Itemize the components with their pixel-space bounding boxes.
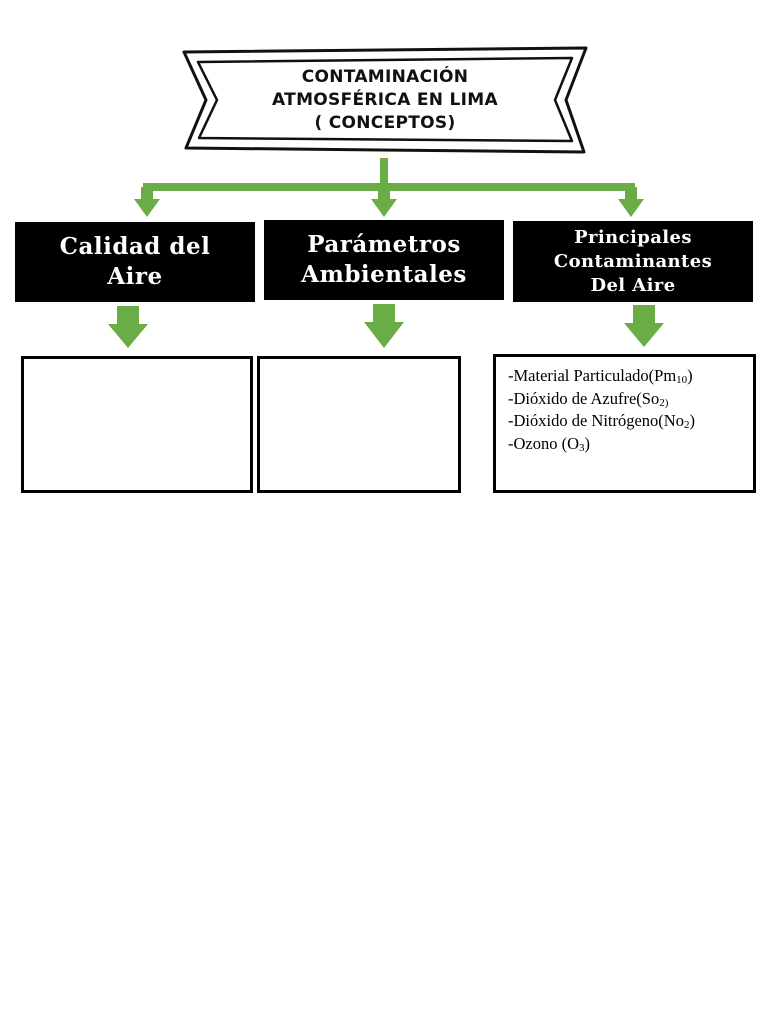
category-label-line: Principales (574, 226, 692, 248)
title-banner (182, 46, 588, 154)
branch-arrow-right (618, 187, 644, 217)
category-box-calidad-del-aire: Calidad del Aire (15, 222, 255, 302)
down-arrow-right (624, 305, 664, 347)
pollutant-item: -Material Particulado(Pm10) (508, 366, 693, 386)
content-box-contaminantes: -Material Particulado(Pm10) -Dióxido de … (493, 354, 756, 493)
down-arrow-center (364, 304, 404, 348)
pollutant-list: -Material Particulado(Pm10) -Dióxido de … (508, 365, 753, 455)
category-label-line: Aire (107, 263, 163, 290)
category-label-line: Contaminantes (553, 250, 713, 272)
branch-arrow-center (371, 187, 397, 217)
category-box-principales-contaminantes: Principales Contaminantes Del Aire (513, 221, 753, 302)
banner-inner-frame (196, 56, 574, 143)
category-label-line: Calidad del (59, 233, 211, 260)
category-label-line: Ambientales (301, 261, 467, 288)
connector-arrows (108, 158, 664, 348)
down-arrow-left (108, 306, 148, 348)
branch-arrow-left (134, 187, 160, 217)
category-box-parametros-ambientales: Parámetros Ambientales (264, 220, 504, 300)
diagram-title: CONTAMINACIÓN ATMOSFÉRICA EN LIMA ( CONC… (200, 66, 570, 135)
category-label-line: Del Aire (590, 274, 676, 296)
pollutant-item: -Dióxido de Azufre(So2) (508, 388, 669, 409)
title-line-2: ATMOSFÉRICA EN LIMA (272, 90, 498, 110)
pollutant-item: -Ozono (O3) (508, 433, 591, 454)
title-line-3: ( CONCEPTOS) (314, 113, 456, 133)
content-box-calidad-del-aire (21, 356, 253, 493)
pollutant-item: -Dióxido de Nitrógeno(No2) (508, 411, 695, 431)
title-line-1: CONTAMINACIÓN (301, 67, 469, 87)
trunk-line (380, 158, 388, 188)
content-box-parametros-ambientales (257, 356, 461, 493)
category-label-line: Parámetros (307, 231, 461, 258)
